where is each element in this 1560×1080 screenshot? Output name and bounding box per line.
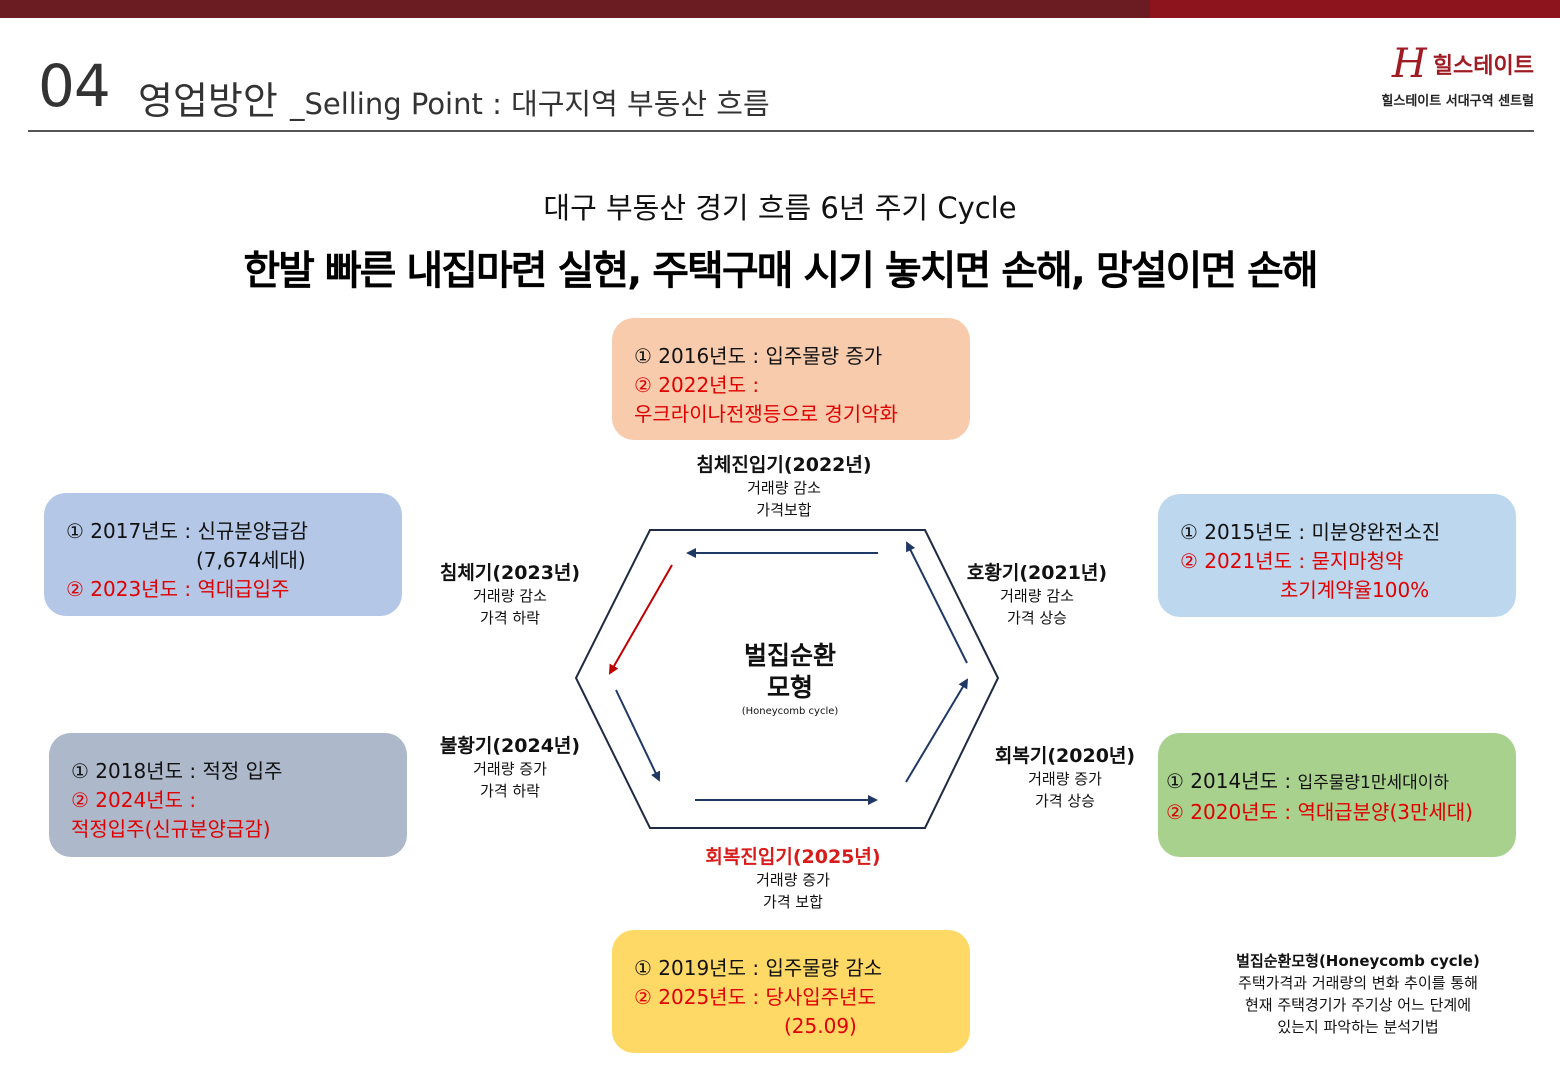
- phase-bottom: 회복진입기(2025년) 거래량 증가 가격 보합: [673, 842, 913, 913]
- page-title-sub: _Selling Point : 대구지역 부동산 흐름: [289, 87, 770, 121]
- center-title-line2: 모형: [766, 673, 813, 702]
- info-box-bottom: ① 2019년도 : 입주물량 감소 ② 2025년도 : 당사입주년도 (25…: [612, 930, 970, 1053]
- box-line-highlight: ② 2025년도 : 당사입주년도: [634, 985, 876, 1009]
- phase-lower-left: 불황기(2024년) 거래량 증가 가격 하락: [390, 731, 630, 802]
- center-subtitle: (Honeycomb cycle): [741, 706, 839, 717]
- box-line: (7,674세대): [196, 548, 306, 572]
- arrow-upper-right: [906, 541, 968, 664]
- section-number: 04: [38, 52, 111, 120]
- phase-top: 침체진입기(2022년) 거래량 감소 가격보합: [664, 450, 904, 521]
- box-line-part: ① 2014년도 :: [1166, 769, 1298, 793]
- box-line-highlight: 초기계약율100%: [1280, 578, 1430, 602]
- box-line-highlight: ② 2023년도 : 역대급입주: [66, 577, 290, 601]
- phase-name: 호황기(2021년): [966, 562, 1108, 584]
- phase-desc: 거래량 증가: [1028, 770, 1102, 788]
- diagram-subtitle: 대구 부동산 경기 흐름 6년 주기 Cycle: [543, 191, 1017, 225]
- box-line: ① 2019년도 : 입주물량 감소: [634, 956, 883, 980]
- footnote-line: 현재 주택경기가 주기상 어느 단계에: [1244, 996, 1472, 1014]
- arrow-upper-left: [609, 564, 673, 675]
- phase-desc: 거래량 증가: [473, 760, 547, 778]
- phase-desc: 가격 보합: [763, 893, 823, 911]
- page-title-main: 영업방안: [138, 79, 278, 123]
- arrow-lower-right: [905, 678, 969, 783]
- phase-name: 불황기(2024년): [439, 735, 581, 757]
- info-box-top: ① 2016년도 : 입주물량 증가 ② 2022년도 : 우크라이나전쟁등으로…: [612, 318, 970, 440]
- center-title-line1: 벌집순환: [743, 641, 836, 670]
- phase-desc: 가격 상승: [1035, 792, 1095, 810]
- phase-name: 회복진입기(2025년): [705, 846, 881, 868]
- arrow-lower-left: [615, 689, 661, 782]
- phase-desc: 가격 하락: [480, 782, 540, 800]
- phase-desc: 가격 하락: [480, 609, 540, 627]
- phase-name: 회복기(2020년): [994, 745, 1136, 767]
- box-line: ① 2018년도 : 적정 입주: [71, 759, 283, 783]
- logo-h-icon: H: [1391, 41, 1427, 87]
- center-title: 벌집순환 모형: [680, 640, 900, 704]
- header-divider: [28, 130, 1534, 132]
- box-line-part-small: 입주물량1만세대이하: [1297, 773, 1450, 793]
- headline: 한발 빠른 내집마련 실현, 주택구매 시기 놓치면 손해, 망설이면 손해: [243, 248, 1318, 294]
- brand-logo: H 힐스테이트 힐스테이트 서대구역 센트럴: [1381, 44, 1534, 109]
- footnote: 벌집순환모형(Honeycomb cycle) 주택가격과 거래량의 변화 추이…: [1198, 950, 1518, 1038]
- box-line-highlight: ② 2020년도 : 역대급분양(3만세대): [1166, 800, 1473, 824]
- box-line-highlight: ② 2022년도 :: [634, 373, 760, 397]
- box-line-highlight: ② 2021년도 : 묻지마청약: [1180, 549, 1404, 573]
- hexagon-outline: [574, 529, 1000, 829]
- phase-name: 침체기(2023년): [439, 562, 581, 584]
- box-line-highlight: 적정입주(신규분양급감): [71, 817, 271, 841]
- phase-name: 침체진입기(2022년): [696, 454, 872, 476]
- box-line: ① 2016년도 : 입주물량 증가: [634, 344, 883, 368]
- page-title: 영업방안 _Selling Point : 대구지역 부동산 흐름: [138, 70, 770, 125]
- top-bar-accent: [1150, 0, 1560, 18]
- info-box-lower-right: ① 2014년도 : 입주물량1만세대이하 ② 2020년도 : 역대급분양(3…: [1158, 733, 1516, 857]
- box-line: ① 2015년도 : 미분양완전소진: [1180, 520, 1441, 544]
- phase-desc: 가격보합: [756, 501, 812, 519]
- info-box-upper-left: ① 2017년도 : 신규분양급감 (7,674세대) ② 2023년도 : 역…: [44, 493, 402, 616]
- box-line-highlight: 우크라이나전쟁등으로 경기악화: [634, 402, 898, 426]
- phase-lower-right: 회복기(2020년) 거래량 증가 가격 상승: [945, 741, 1185, 812]
- box-line-highlight: ② 2024년도 :: [71, 788, 197, 812]
- phase-desc: 가격 상승: [1007, 609, 1067, 627]
- phase-desc: 거래량 감소: [1000, 587, 1074, 605]
- phase-desc: 거래량 감소: [747, 479, 821, 497]
- footnote-line: 있는지 파악하는 분석기법: [1277, 1018, 1439, 1036]
- box-line-highlight: (25.09): [784, 1014, 857, 1038]
- box-line: ① 2017년도 : 신규분양급감: [66, 519, 308, 543]
- info-box-lower-left: ① 2018년도 : 적정 입주 ② 2024년도 : 적정입주(신규분양급감): [49, 733, 407, 857]
- footnote-title: 벌집순환모형(Honeycomb cycle): [1236, 952, 1480, 970]
- logo-subtitle: 힐스테이트 서대구역 센트럴: [1381, 94, 1534, 109]
- phase-desc: 거래량 증가: [756, 871, 830, 889]
- phase-upper-left: 침체기(2023년) 거래량 감소 가격 하락: [390, 558, 630, 629]
- phase-upper-right: 호황기(2021년) 거래량 감소 가격 상승: [917, 558, 1157, 629]
- info-box-upper-right: ① 2015년도 : 미분양완전소진 ② 2021년도 : 묻지마청약 초기계약…: [1158, 494, 1516, 617]
- footnote-line: 주택가격과 거래량의 변화 추이를 통해: [1238, 974, 1478, 992]
- phase-desc: 거래량 감소: [473, 587, 547, 605]
- logo-name: 힐스테이트: [1432, 54, 1534, 79]
- box-line: ① 2014년도 : 입주물량1만세대이하: [1166, 767, 1496, 798]
